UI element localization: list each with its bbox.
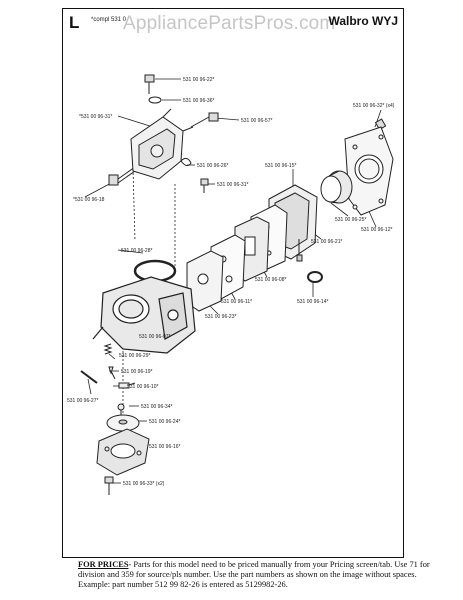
leader-line	[214, 117, 240, 121]
screw-34	[117, 403, 125, 415]
part-label-16: 531 00 96-16*	[149, 444, 180, 450]
compl-label: *compl 531 0	[91, 17, 127, 23]
brand-title: Walbro WYJ	[328, 14, 398, 28]
section-letter: L	[69, 13, 80, 32]
part-label-27: 531 00 96-27*	[67, 398, 98, 404]
part-label-24: 531 00 96-24*	[149, 419, 180, 425]
pricing-note: FOR PRICES- Parts for this model need to…	[78, 560, 450, 590]
part-label-36: 531 00 96-36*	[183, 98, 214, 104]
part-label-21: 531 00 96-21*	[311, 239, 342, 245]
part-label-57: 531 00 96-57*	[241, 118, 272, 124]
part-label-33: 531 00 96-33* (x2)	[123, 481, 165, 487]
part-label-08: 531 00 96-08*	[255, 277, 286, 283]
cover-16	[96, 428, 150, 476]
part-label-26: 531 00 96-26*	[197, 163, 228, 169]
screw-57	[190, 112, 219, 128]
throttle-body-assembly	[130, 108, 194, 180]
needle-19	[108, 366, 116, 380]
part-label-18: *531 00 96-18	[73, 197, 105, 203]
part-label-32: 531 00 96-32* (x4)	[353, 103, 395, 109]
gasket-07	[186, 250, 224, 312]
diagram-sheet: L *compl 531 0 AppliancePartsPros.com Wa…	[62, 8, 404, 558]
part-label-14: 531 00 96-14*	[297, 299, 328, 305]
screw-33	[104, 476, 114, 495]
part-label-22: 531 00 96-22*	[183, 77, 214, 83]
cover-plate-12	[344, 126, 394, 216]
part-label-07: 531 00 96-07*	[139, 334, 170, 340]
diaphragm-24	[106, 414, 140, 432]
screw-31	[200, 178, 209, 193]
part-label-10: 531 00 96-10*	[127, 384, 158, 390]
leader-line	[132, 168, 136, 242]
lever-10	[118, 382, 136, 389]
pricing-text: - Parts for this model need to be priced…	[78, 560, 430, 589]
screw-22	[144, 74, 155, 94]
part-label-23: 531 00 96-23*	[205, 314, 236, 320]
part-label-25: 531 00 96-25*	[335, 217, 366, 223]
part-label-31a: *531 00 96-31*	[79, 114, 112, 120]
leader-line	[330, 202, 349, 217]
part-label-19: 531 00 96-19*	[121, 369, 152, 375]
filter-cup-25	[320, 170, 353, 204]
leader-line	[87, 378, 92, 395]
carburetor-body	[92, 276, 196, 354]
part-label-15: 531 00 96-15*	[265, 163, 296, 169]
leader-line	[117, 115, 154, 128]
ring-14	[307, 271, 323, 283]
part-label-28: 531 00 96-28*	[121, 248, 152, 254]
part-label-29: 531 00 96-29*	[119, 353, 150, 359]
clip-26	[180, 157, 192, 167]
leader-line	[108, 353, 116, 360]
washer-36	[148, 96, 162, 104]
pin-27	[80, 370, 98, 384]
part-label-11: 531 00 96-11*	[221, 299, 252, 305]
fuel-nipple-18	[108, 166, 136, 186]
part-label-12: 531 00 96-12*	[361, 227, 392, 233]
leader-line	[84, 181, 114, 198]
spring-29	[103, 343, 113, 355]
pricing-heading: FOR PRICES	[78, 560, 129, 569]
leader-line	[117, 249, 144, 254]
exploded-parts-drawing: 531 00 96-22* 531 00 96-36* *531 00 96-3…	[67, 74, 395, 495]
part-label-34: 531 00 96-34*	[141, 404, 172, 410]
part-label-31b: 531 00 96-31*	[217, 182, 248, 188]
